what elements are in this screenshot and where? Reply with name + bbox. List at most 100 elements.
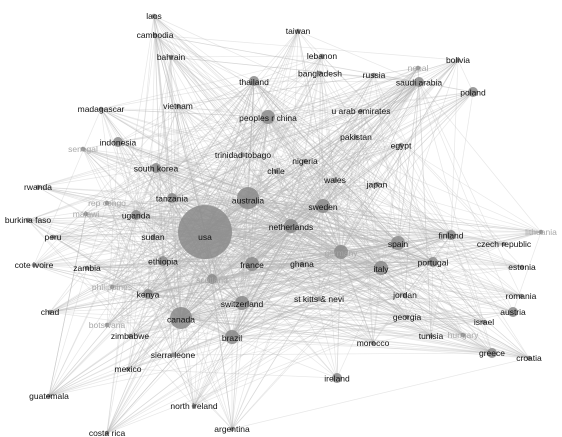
edge-brazil-scotland [211, 278, 233, 338]
edge-bangladesh-uganda [135, 72, 321, 216]
node-germany[interactable] [334, 245, 348, 259]
node-nigeria[interactable] [302, 158, 308, 164]
node-uganda[interactable] [131, 210, 141, 220]
node-tanzania[interactable] [167, 193, 177, 203]
node-austria[interactable] [508, 307, 518, 317]
node-bahrain[interactable] [168, 54, 174, 60]
node-morocco[interactable] [370, 340, 376, 346]
node-u-arab-emirates[interactable] [358, 108, 364, 114]
edge-madagascar-uganda [100, 108, 137, 216]
node-scotland[interactable] [207, 274, 217, 284]
node-lebanon[interactable] [319, 53, 325, 59]
node-sierra-leone[interactable] [170, 352, 176, 358]
edge-japan-peoples-r-china [267, 116, 378, 185]
node-indonesia[interactable] [113, 137, 123, 147]
node-chad[interactable] [47, 309, 53, 315]
edge-canada-australia [180, 197, 249, 319]
edge-portugal-st-kitts-nevi [318, 261, 434, 300]
edge-romania-peoples-r-china [267, 116, 522, 297]
node-russia[interactable] [371, 72, 377, 78]
node-chile[interactable] [273, 168, 279, 174]
node-zimbabwe[interactable] [127, 333, 133, 339]
node-france[interactable] [245, 257, 259, 271]
node-zambia[interactable] [84, 265, 90, 271]
edge-rep-congo-switzerland [106, 202, 243, 304]
node-trinidad-tobago[interactable] [240, 152, 246, 158]
node-usa[interactable] [178, 205, 232, 259]
node-canada[interactable] [170, 307, 192, 329]
node-malawi[interactable] [83, 211, 89, 217]
node-burkina-faso[interactable] [25, 217, 31, 223]
node-netherlands[interactable] [284, 219, 298, 233]
label-guatemala: guatemala [29, 391, 69, 401]
node-romania[interactable] [518, 293, 524, 299]
node-pakistan[interactable] [353, 134, 359, 140]
node-lithuania[interactable] [538, 229, 544, 235]
node-spain[interactable] [391, 236, 405, 250]
node-japan[interactable] [374, 181, 380, 187]
node-croatia[interactable] [526, 355, 532, 361]
node-saudi-arabia[interactable] [414, 77, 424, 87]
node-bangladesh[interactable] [317, 70, 323, 76]
node-north-ireland[interactable] [191, 403, 197, 409]
edge-canada-netherlands [180, 225, 292, 319]
edge-guatemala-malawi [48, 213, 87, 397]
node-czech-republic[interactable] [501, 241, 507, 247]
edge-georgia-australia [247, 197, 408, 318]
edge-russia-france [251, 74, 375, 265]
node-switzerland[interactable] [235, 296, 249, 310]
node-greece[interactable] [487, 348, 497, 358]
node-senegal[interactable] [80, 146, 86, 152]
node-vietnam[interactable] [175, 103, 181, 109]
node-poland[interactable] [468, 87, 478, 97]
node-peoples-r-china[interactable] [261, 110, 275, 124]
node-kenya[interactable] [143, 289, 153, 299]
node-argentina[interactable] [229, 426, 235, 432]
node-israel[interactable] [481, 319, 487, 325]
node-cote-ivoire[interactable] [31, 262, 37, 268]
node-jordan[interactable] [402, 292, 408, 298]
node-brazil[interactable] [225, 330, 239, 344]
node-ireland[interactable] [332, 373, 342, 383]
edge-botswana-kenya [106, 293, 149, 326]
node-ghana[interactable] [299, 261, 305, 267]
edge-estonia-kenya [147, 266, 523, 295]
edge-morocco-portugal [372, 261, 434, 344]
node-madagascar[interactable] [98, 106, 104, 112]
node-georgia[interactable] [404, 314, 410, 320]
edge-nepal-rep-congo [106, 67, 419, 204]
node-guatemala[interactable] [46, 393, 52, 399]
node-finland[interactable] [446, 230, 456, 240]
node-taiwan[interactable] [295, 28, 301, 34]
node-nepal[interactable] [415, 65, 421, 71]
node-tunisia[interactable] [428, 333, 434, 339]
node-estonia[interactable] [519, 264, 525, 270]
edge-bolivia-germany [340, 59, 459, 253]
node-costa-rica[interactable] [104, 430, 110, 436]
node-sweden[interactable] [316, 199, 330, 213]
node-st-kitts-nevi[interactable] [316, 296, 322, 302]
node-egypt[interactable] [398, 142, 404, 148]
node-rwanda[interactable] [35, 184, 41, 190]
node-italy[interactable] [374, 261, 388, 275]
node-australia[interactable] [237, 187, 259, 209]
edge-peoples-r-china-philippines [111, 116, 269, 288]
node-laos[interactable] [151, 13, 157, 19]
node-peru[interactable] [50, 234, 56, 240]
node-hungary[interactable] [460, 332, 466, 338]
node-sudan[interactable] [150, 234, 156, 240]
edge-lithuania-tanzania [171, 197, 542, 233]
node-portugal[interactable] [428, 257, 438, 267]
node-wales[interactable] [332, 177, 338, 183]
node-bolivia[interactable] [455, 57, 461, 63]
node-ethiopia[interactable] [158, 256, 168, 266]
node-cambodia[interactable] [152, 32, 158, 38]
node-rep-congo[interactable] [104, 200, 110, 206]
edge-georgia-sweden [322, 205, 408, 318]
node-philippines[interactable] [109, 284, 115, 290]
node-south-korea[interactable] [151, 163, 161, 173]
node-mexico[interactable] [125, 366, 131, 372]
node-thailand[interactable] [249, 76, 259, 86]
edge-tunisia-south-korea [155, 167, 432, 337]
node-botswana[interactable] [104, 322, 110, 328]
